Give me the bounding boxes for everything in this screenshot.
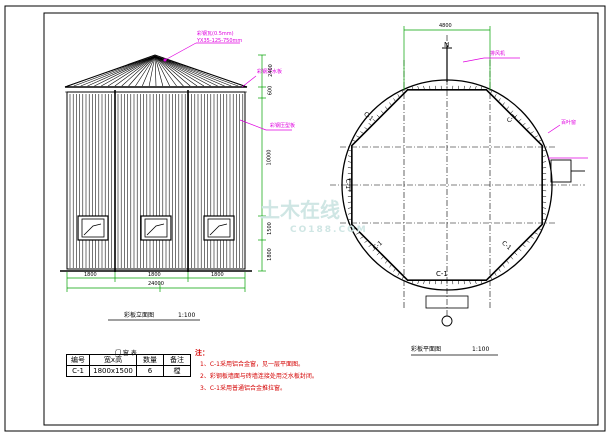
note-item-2: 2、彩钢板墙面与砖墙连接处用泛水板封闭。 (200, 373, 318, 380)
schedule-header: 宽x高 (89, 354, 137, 366)
dim-vert-2: 600 (267, 85, 274, 96)
schedule-title: 门 窗 表 (115, 350, 137, 357)
table-row: C-1 1800x1500 6 樘 (66, 365, 191, 377)
window-right (203, 215, 235, 241)
schedule-cell: 樘 (163, 365, 191, 377)
notes-heading: 注： (195, 349, 209, 357)
dim-vert-3: 10000 (266, 149, 273, 166)
elevation-view (60, 42, 292, 321)
window-schedule: 编号 宽x高 数量 备注 C-1 1800x1500 6 樘 (66, 354, 191, 377)
dim-total: 24000 (148, 281, 164, 287)
note-item-3: 3、C-1采用普通铝合金推拉窗。 (200, 385, 286, 392)
watermark: 土木在线 (260, 200, 340, 220)
schedule-header: 编号 (66, 354, 90, 366)
dim-vert-1: 2400 (267, 64, 274, 77)
elevation-title: 彩板立面图 (124, 312, 155, 319)
side-note: 百叶窗 (561, 120, 577, 126)
plan-title: 彩板平面图 (411, 346, 442, 353)
roof-hatch (66, 55, 246, 87)
window-center (140, 215, 172, 241)
elevation-wall (66, 91, 246, 270)
watermark-brand: 土木在线 (260, 198, 340, 222)
plan-c1-bottom: C-1 (436, 270, 448, 278)
wall-note: 彩钢压型板 (270, 123, 296, 129)
ventilator-note: 排风机 (490, 51, 506, 57)
polygon-hatch (347, 85, 547, 285)
dim-vert-4: 1500 (266, 222, 273, 235)
schedule-cell: C-1 (66, 365, 90, 377)
plan-c1-left: C-1 (344, 178, 352, 190)
plan-polygon-wall (351, 89, 543, 281)
schedule-cell: 1800x1500 (89, 365, 137, 377)
dim-bay-2: 1800 (148, 272, 161, 278)
plan-dim-top: 4800 (439, 23, 452, 29)
plan-view (330, 26, 588, 356)
eave-note: 彩钢泛水板 (257, 69, 283, 75)
roof-note: 彩钢瓦(0.5mm) (197, 31, 234, 37)
dim-bay-1: 1800 (84, 272, 97, 278)
note-item-1: 1、C-1采用铝合金窗，见一层平面图。 (200, 361, 304, 368)
dim-vert-5: 1800 (266, 248, 273, 261)
sheet-border (4, 5, 606, 432)
dim-bay-3: 1800 (211, 272, 224, 278)
plan-north: N (444, 41, 450, 49)
wall-corrugation (69, 94, 244, 268)
schedule-header: 数量 (136, 354, 164, 366)
elevation-scale: 1:100 (178, 312, 196, 319)
plan-scale: 1:100 (472, 346, 490, 353)
inner-border (43, 12, 599, 426)
schedule-header: 备注 (163, 354, 191, 366)
roof-spec: YX35-125-750mm (197, 38, 243, 44)
window-left (77, 215, 109, 241)
watermark-site: CO188.COM (290, 225, 368, 235)
schedule-cell: 6 (136, 365, 164, 377)
schedule-header-row: 编号 宽x高 数量 备注 (66, 354, 191, 366)
